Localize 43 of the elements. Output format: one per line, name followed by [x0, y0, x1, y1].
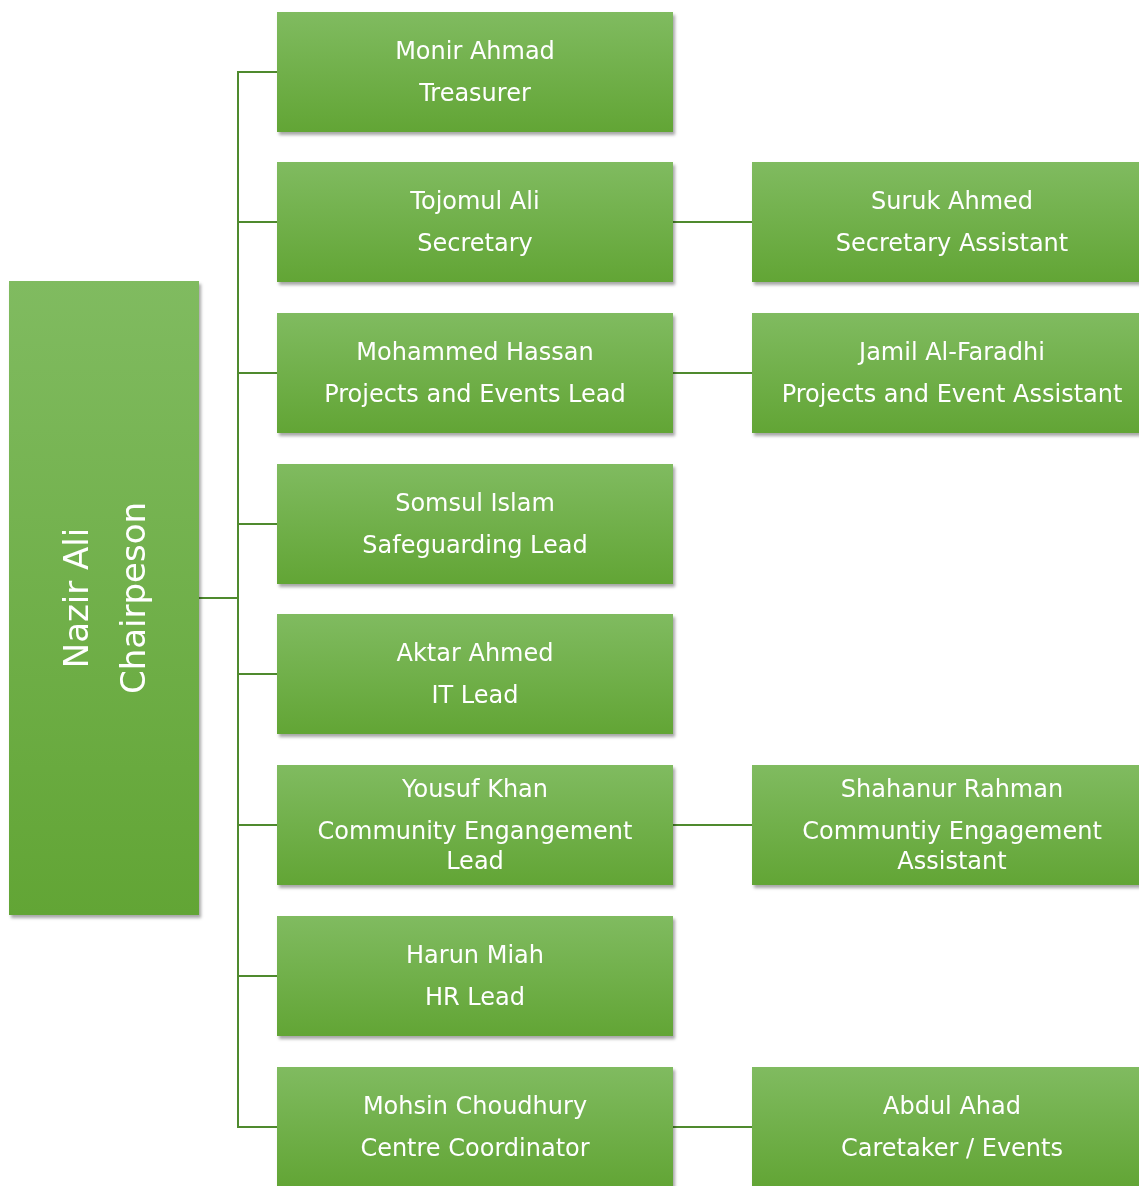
role-title: IT Lead — [431, 680, 519, 710]
person-name: Somsul Islam — [395, 488, 555, 518]
role-box — [752, 313, 1139, 433]
role-box — [277, 916, 673, 1036]
person-name: Aktar Ahmed — [396, 638, 554, 668]
role-title: Caretaker / Events — [841, 1133, 1063, 1163]
role-box — [277, 464, 673, 584]
role-box — [752, 1067, 1139, 1186]
role-box — [277, 313, 673, 433]
person-name: Yousuf Khan — [402, 774, 548, 804]
role-title: Secretary — [417, 228, 533, 258]
connector-line — [672, 1126, 753, 1128]
role-title: Treasurer — [419, 78, 531, 108]
role-title: Safeguarding Lead — [362, 530, 588, 560]
role-box — [752, 765, 1139, 885]
person-name: Mohsin Choudhury — [362, 1091, 588, 1121]
role-title: Projects and Event Assistant — [781, 379, 1123, 409]
role-box — [277, 12, 673, 132]
role-title: Secretary Assistant — [835, 228, 1069, 258]
role-box — [277, 614, 673, 734]
person-name: Mohammed Hassan — [356, 337, 594, 367]
person-name: Harun Miah — [406, 940, 544, 970]
person-name: Abdul Ahad — [883, 1091, 1021, 1121]
person-name: Jamil Al-Faradhi — [859, 337, 1045, 367]
role-title: HR Lead — [425, 982, 525, 1012]
role-title: Communtiy Engagement Assistant — [801, 816, 1103, 876]
role-box — [277, 765, 673, 885]
person-name: Nazir Ali — [54, 527, 97, 669]
person-name: Monir Ahmad — [395, 36, 555, 66]
role-box — [277, 1067, 673, 1186]
role-box — [9, 281, 199, 915]
role-title: Chairpeson — [111, 501, 153, 695]
connector-line — [672, 824, 753, 826]
person-name: Tojomul Ali — [410, 186, 540, 216]
role-title: Community Engangement Lead — [316, 816, 634, 876]
role-box — [277, 162, 673, 282]
role-title: Centre Coordinator — [360, 1133, 590, 1163]
role-title: Projects and Events Lead — [324, 379, 626, 409]
role-box — [752, 162, 1139, 282]
connector-line — [672, 372, 753, 374]
person-name: Shahanur Rahman — [840, 774, 1064, 804]
person-name: Suruk Ahmed — [870, 186, 1034, 216]
connector-line — [672, 221, 753, 223]
